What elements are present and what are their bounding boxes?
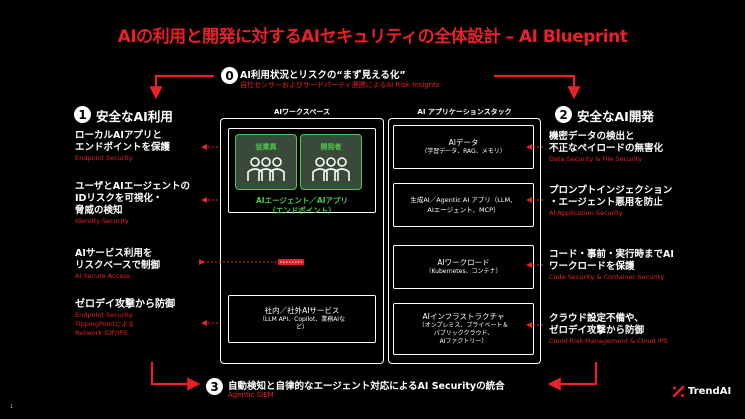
person-group-icon [247,156,285,181]
item-title: IDリスクを可視化・ [75,193,163,204]
item-subtitle: Could Risk Management & Cloud IPS [549,337,668,345]
step0-number: 0 [221,67,238,84]
page-number: 1 [10,404,14,410]
step0-subtitle: 自社センサーおよびサードパーティ連携によるAI Risk Insights [240,81,440,89]
step1-title: 安全なAI利用 [96,109,173,124]
step1-item-zeroday: ゼロデイ攻撃から防御 Endpoint Security TippingPoin… [75,299,175,338]
item-title: コード・事前・実行時までAI [549,249,674,260]
item-title: 機密データの検出と [549,131,635,142]
step1-number: 1 [74,106,91,123]
item-title: プロンプトインジェクション [549,185,673,196]
genai-app-box: 生成AI／Agentic AI アプリ（LLM、 AIエージェント、MCP） [393,183,534,227]
box-detail: AIエージェント、MCP） [427,206,500,214]
step2-item-workload: コード・事前・実行時までAI ワークロードを保護 Code Security &… [549,249,674,282]
step2-item-data: 機密データの検出と 不正なペイロードの無害化 Data Security & F… [549,131,663,164]
item-title: ゼロデイ攻撃から防御 [75,299,175,310]
agent-label-line: AIエージェント／AIアプリ [255,196,349,205]
step2-number: 2 [555,106,572,123]
box-detail: （オンプレミス、プライベート＆ [418,322,509,329]
item-title: ・エージェント悪用を防止 [549,197,663,208]
secure-access-gate [278,259,304,265]
step2-item-app: プロンプトインジェクション ・エージェント悪用を防止 AI Applicatio… [549,185,672,218]
ai-services-title: 社内／社外AIサービス [264,306,340,315]
developer-card: 開発者 [300,134,362,190]
item-subtitle: AI Application Security [549,209,623,217]
ai-services-detail: ど） [295,324,308,331]
workspace-label: AIワークスペース [274,108,330,116]
item-subtitle: Data Security & File Security [549,155,643,163]
ai-infra-box: AIインフラストラクチャ （オンプレミス、プライベート＆ パブリッククラウド、 … [393,303,534,355]
box-title: AIデータ [448,138,479,147]
employee-label: 従業員 [255,142,277,151]
box-detail: パブリッククラウド、 [433,330,494,337]
item-subtitle: Code Security & Container Security [549,273,665,281]
item-subtitle: TippingPointによる [75,320,135,328]
workspace-panel [220,118,384,364]
ai-services-box: 社内／社外AIサービス （LLM API、Copilot、業務AIな ど） [228,295,376,343]
box-title: AIインフラストラクチャ [422,312,505,321]
step1-item-endpoint: ローカルAIアプリと エンドポイントを保護 Endpoint Security [75,130,170,163]
item-title: クラウド設定不備や、 [549,313,644,324]
step3-title: 自動検知と自律的なエージェント対応によるAI Securityの統合 [228,381,505,392]
ai-workload-box: AIワークロード （Kubernetes、コンテナ） [393,245,534,289]
step0-title: AI利用状況とリスクの“まず見える化” [240,70,406,81]
ai-services-detail: （LLM API、Copilot、業務AIな [258,316,346,323]
appstack-label: AI アプリケーションスタック [417,108,512,116]
appstack-panel [388,118,541,364]
item-title: ローカルAIアプリと [75,130,162,141]
step1-item-identity: ユーザとAIエージェントの IDリスクを可視化・ 脅威の検知 Identity … [75,181,190,226]
item-subtitle: Identity Security [75,217,129,225]
agent-label: AIエージェント／AIアプリ （エンドポイント） [228,196,376,216]
item-title: 脅威の検知 [75,205,123,216]
employee-card: 従業員 [235,134,297,190]
page-title: AIの利用と開発に対するAIセキュリティの全体設計 – AI Blueprint [117,27,628,47]
developer-label: 開発者 [320,142,342,151]
box-title: AIワークロード [437,258,490,267]
item-title: ユーザとAIエージェントの [75,181,191,192]
step1-item-access: AIサービス利用を リスクベースで制御 AI Secure Access [75,248,160,281]
item-subtitle: Endpoint Security [75,154,133,162]
item-title: ワークロードを保護 [549,261,635,272]
brand-logo: TrendAI [672,385,731,398]
item-title: 不正なペイロードの無害化 [549,143,664,154]
step2-item-cloud: クラウド設定不備や、 ゼロデイ攻撃から防御 Could Risk Managem… [549,313,668,346]
item-subtitle: Network IDP/IPS [75,329,128,337]
arrow-step2-to-step3 [547,362,598,391]
step2-title: 安全なAI開発 [577,109,654,124]
brand-name: TrendAI [688,386,732,397]
arrow-step0-to-step1 [149,74,214,100]
box-detail: AIファクトリー） [439,338,488,345]
arrow-step1-to-step3 [150,362,201,391]
arrow-step0-to-step2 [494,74,581,100]
item-title: ゼロデイ攻撃から防御 [549,325,645,336]
box-title: 生成AI／Agentic AI アプリ（LLM、 [410,196,517,204]
agent-label-line: （エンドポイント） [268,206,336,215]
item-title: リスクベースで制御 [75,260,161,271]
box-detail: （学習データ、RAG、メモリ） [421,148,506,155]
item-subtitle: Endpoint Security [75,311,133,319]
item-title: エンドポイントを保護 [75,142,171,153]
box-detail: （Kubernetes、コンテナ） [425,268,502,275]
trendai-logo-icon [672,385,685,398]
step3-subtitle: Agentic SIEM [228,391,274,399]
item-subtitle: AI Secure Access [75,272,131,280]
item-title: AIサービス利用を [75,248,153,259]
person-group-icon [312,156,350,181]
workspace-users-box [228,128,376,213]
step3-number: 3 [206,378,223,395]
